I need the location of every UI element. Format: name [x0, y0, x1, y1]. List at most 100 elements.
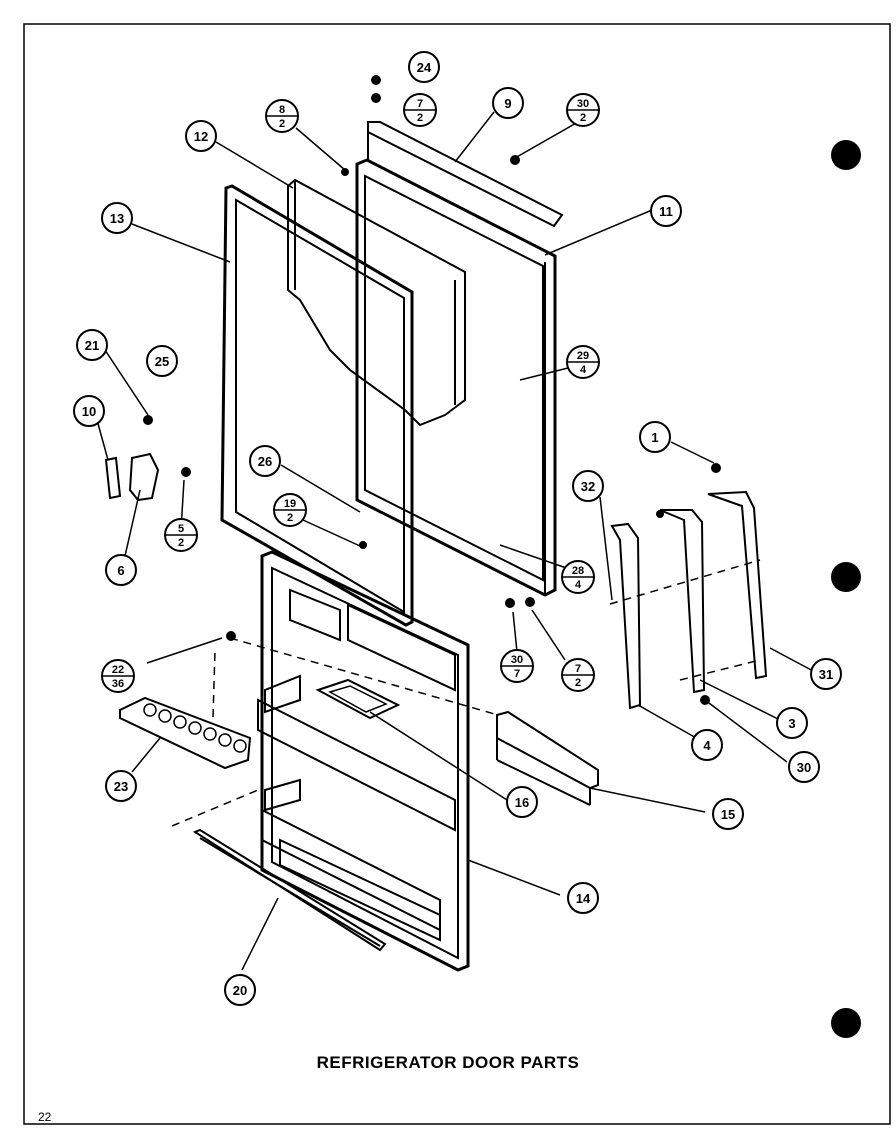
part-16-tray — [315, 678, 401, 720]
svg-text:14: 14 — [576, 891, 591, 906]
svg-text:19: 19 — [284, 498, 296, 510]
svg-text:7: 7 — [514, 668, 520, 680]
screw — [510, 155, 520, 165]
callouts: 1 3 4 6 9 10 11 12 13 14 15 16 20 21 23 … — [73, 51, 842, 1006]
page-border — [23, 23, 891, 1125]
svg-text:2: 2 — [580, 112, 586, 124]
svg-text:5: 5 — [178, 523, 184, 535]
svg-text:2: 2 — [178, 537, 184, 549]
svg-text:7: 7 — [575, 663, 581, 675]
fraction-7-2-top: 7 2 — [403, 93, 437, 127]
svg-text:20: 20 — [233, 983, 247, 998]
part-31-hinge-bar — [707, 490, 768, 680]
callout-11: 11 — [650, 195, 682, 227]
part-6-hinge — [128, 452, 160, 502]
part-11-door-frame — [355, 158, 557, 597]
svg-text:16: 16 — [515, 795, 529, 810]
fraction-28-4: 28 4 — [561, 560, 595, 594]
svg-text:4: 4 — [575, 579, 582, 591]
svg-text:3: 3 — [788, 716, 795, 731]
callout-9: 9 — [492, 87, 524, 119]
callout-14: 14 — [567, 882, 599, 914]
svg-text:2: 2 — [575, 677, 581, 689]
screw — [525, 597, 535, 607]
svg-text:2: 2 — [417, 112, 423, 124]
screw — [371, 75, 381, 85]
svg-text:7: 7 — [417, 98, 423, 110]
callout-16: 16 — [506, 786, 538, 818]
callout-1: 1 — [639, 421, 671, 453]
screw — [341, 168, 349, 176]
callout-26: 26 — [249, 445, 281, 477]
fasteners — [143, 75, 721, 705]
part-20-bottom-strip — [192, 828, 387, 952]
svg-text:30: 30 — [797, 760, 811, 775]
svg-text:6: 6 — [117, 563, 124, 578]
screw — [371, 93, 381, 103]
screw — [656, 510, 664, 518]
part-12-liner — [287, 178, 466, 427]
screw — [505, 598, 515, 608]
fraction-19-2: 19 2 — [273, 493, 307, 527]
svg-text:15: 15 — [721, 807, 735, 822]
svg-text:4: 4 — [703, 738, 711, 753]
svg-text:21: 21 — [85, 338, 99, 353]
svg-text:11: 11 — [659, 204, 673, 219]
svg-text:8: 8 — [279, 104, 285, 116]
callout-30: 30 — [788, 751, 820, 783]
svg-text:23: 23 — [114, 779, 128, 794]
svg-text:36: 36 — [112, 678, 124, 690]
callout-4: 4 — [691, 729, 723, 761]
svg-text:1: 1 — [651, 430, 658, 445]
callout-21: 21 — [76, 329, 108, 361]
fraction-29-4: 29 4 — [566, 345, 600, 379]
screw — [700, 695, 710, 705]
part-32-hinge-bar — [610, 522, 642, 710]
fraction-callouts: 8 2 7 2 30 2 29 4 19 2 — [101, 93, 600, 693]
binding-hole — [831, 140, 861, 170]
svg-text:2: 2 — [279, 118, 285, 130]
callout-3: 3 — [776, 707, 808, 739]
svg-text:31: 31 — [819, 667, 833, 682]
binding-hole — [831, 562, 861, 592]
binding-hole — [831, 1008, 861, 1038]
svg-text:26: 26 — [258, 454, 272, 469]
fraction-8-2: 8 2 — [265, 99, 299, 133]
svg-text:12: 12 — [194, 129, 208, 144]
part-3-hinge-bar — [659, 509, 706, 694]
screw — [711, 463, 721, 473]
callout-20: 20 — [224, 974, 256, 1006]
svg-text:9: 9 — [504, 96, 511, 111]
svg-text:32: 32 — [581, 479, 595, 494]
part-13-gasket — [220, 184, 414, 627]
part-15-bracket — [496, 710, 599, 806]
screw — [181, 467, 191, 477]
svg-text:24: 24 — [417, 60, 432, 75]
svg-text:30: 30 — [511, 654, 523, 666]
svg-text:2: 2 — [287, 512, 293, 524]
part-14-inner-liner — [257, 550, 470, 972]
callout-12: 12 — [185, 120, 217, 152]
callout-23: 23 — [105, 770, 137, 802]
callout-31: 31 — [810, 658, 842, 690]
svg-text:29: 29 — [577, 350, 589, 362]
callout-10: 10 — [73, 395, 105, 427]
part-23-egg-rack — [119, 696, 252, 770]
fraction-5-2: 5 2 — [164, 518, 198, 552]
svg-text:30: 30 — [577, 98, 589, 110]
fraction-7-2-bottom: 7 2 — [561, 658, 595, 692]
diagram-title: REFRIGERATOR DOOR PARTS — [316, 1053, 580, 1072]
svg-text:4: 4 — [580, 364, 587, 376]
callout-15: 15 — [712, 798, 744, 830]
part-9-top-cap — [367, 121, 564, 228]
part-10-hinge-plate — [104, 456, 122, 500]
fraction-22-36: 22 36 — [101, 659, 135, 693]
screw — [143, 415, 153, 425]
callout-6: 6 — [105, 554, 137, 586]
page-number: 22 — [38, 1110, 52, 1124]
fraction-30-2: 30 2 — [566, 93, 600, 127]
svg-text:22: 22 — [112, 664, 124, 676]
screw — [226, 631, 236, 641]
